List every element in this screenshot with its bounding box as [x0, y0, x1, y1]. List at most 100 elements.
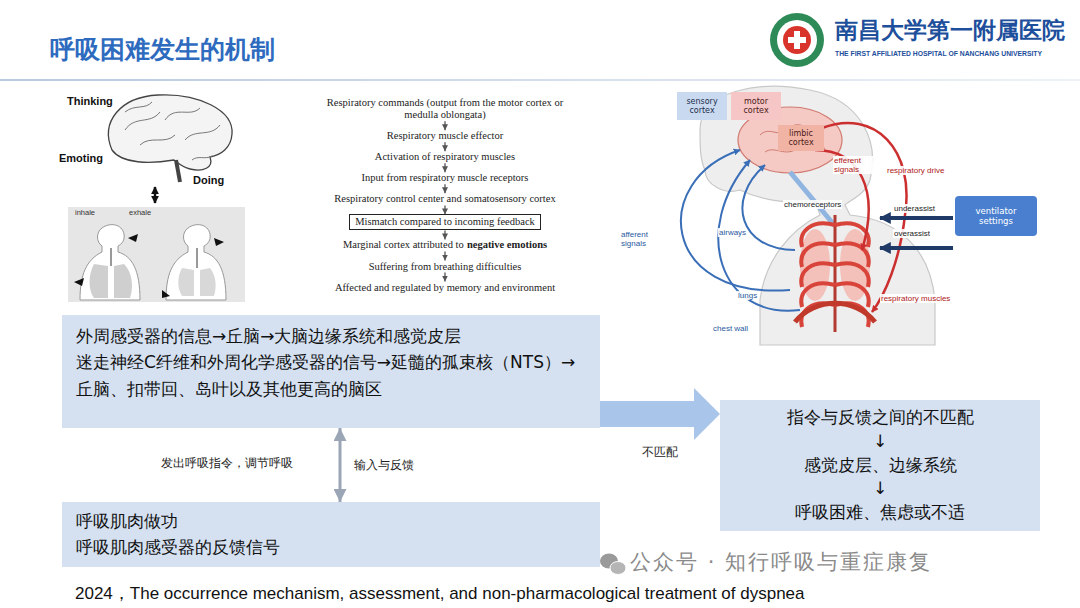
- source-caption: 2024，The occurrence mechanism, assessmen…: [75, 582, 805, 605]
- hospital-logo: [788, 37, 806, 43]
- result-box: 指令与反馈之间的不匹配↓感觉皮层、边缘系统↓呼吸困难、焦虑或不适: [720, 400, 1040, 531]
- double-arrow-symbol: [155, 187, 156, 203]
- breathing-panel: [68, 207, 245, 302]
- anatomy-label: respiratory muscles: [880, 294, 951, 303]
- wechat-icon: [610, 562, 626, 575]
- ventilator-label: overassist: [893, 229, 931, 238]
- ventilator-arrow: [880, 216, 953, 220]
- node-text: Respiratory commands (output from the mo…: [320, 97, 570, 121]
- mechanism-box: 外周感受器的信息→丘脑→大脑边缘系统和感觉皮层迷走神经C纤维和外周化学感受器的信…: [62, 315, 600, 428]
- phase-label: inhale: [74, 209, 96, 218]
- brain-drawing: [125, 102, 152, 112]
- node-text: Input from respiratory muscle receptors: [362, 172, 529, 184]
- node-text: ventilator settings: [959, 206, 1033, 226]
- node-text: 指令与反馈之间的不匹配: [728, 406, 1032, 430]
- flow-step: Respiratory commands (output from the mo…: [320, 97, 570, 121]
- node-text: sensory cortex: [679, 97, 725, 115]
- arrow-note: 发出呼吸指令，调节呼吸: [160, 457, 294, 471]
- body-illustration: [795, 303, 875, 322]
- flow-arrow: [444, 184, 445, 193]
- node-text: Activation of respiratory muscles: [375, 151, 515, 163]
- node-text: Respiratory muscle effector: [387, 130, 503, 142]
- brain-label: Thinking: [66, 95, 114, 108]
- brain-drawing: [185, 125, 220, 140]
- node-text: Mismatch compared to incoming feedback: [355, 216, 535, 228]
- node-text: Suffering from breathing difficulties: [369, 261, 522, 273]
- anatomy-label: airways: [718, 228, 747, 237]
- slide-title: 呼吸困难发生的机制: [50, 33, 275, 66]
- hospital-logo: [770, 13, 824, 67]
- double-arrow: [339, 428, 342, 502]
- breathing-panel: [128, 234, 138, 242]
- pathway-label: afferent signals: [620, 230, 658, 248]
- brain-drawing: [140, 135, 175, 145]
- ventilator-label: underassist: [893, 204, 936, 213]
- node-text: negative emotions: [467, 239, 547, 250]
- flow-step: Marginal cortex attributed tonegative em…: [343, 239, 547, 251]
- flow-step: Affected and regulated by memory and env…: [335, 282, 555, 294]
- body-illustration: [834, 215, 837, 332]
- mismatch-box: Mismatch compared to incoming feedback: [349, 214, 541, 230]
- wechat-icon: [600, 554, 626, 575]
- breathing-panel: [166, 225, 226, 300]
- afferent-pathway: [718, 160, 800, 311]
- phase-label: exhale: [128, 209, 152, 218]
- brain-label: Emoting: [58, 152, 104, 165]
- brain-drawing: [109, 95, 233, 170]
- header-rule: [0, 79, 1080, 81]
- flow-step: Activation of respiratory muscles: [375, 151, 515, 163]
- brain-drawing: [165, 108, 200, 120]
- flow-arrow: [444, 163, 445, 172]
- ventilator-arrow: [880, 246, 953, 250]
- node-text: Affected and regulated by memory and env…: [335, 282, 555, 294]
- node-text: ↓: [728, 430, 1032, 454]
- node-text: 迷走神经C纤维和外周化学感受器的信号→延髓的孤束核（NTS）→丘脑、扣带回、岛叶…: [76, 349, 586, 402]
- afferent-pathway: [681, 150, 800, 311]
- edge-label: 输入与反馈: [352, 457, 416, 474]
- breathing-panel: [74, 225, 140, 300]
- node-text: ↓: [728, 477, 1032, 501]
- header-rule: [0, 79, 1080, 81]
- breathing-panel: [200, 268, 216, 296]
- afferent-pathway: [681, 150, 790, 291]
- node-text: Marginal cortex attributed to: [343, 239, 464, 250]
- edge-label: 不匹配: [640, 444, 680, 461]
- brain-drawing: [109, 95, 233, 182]
- breathing-panel: [114, 264, 132, 298]
- body-illustration: [790, 172, 835, 226]
- watermark: 公众号 · 知行呼吸与重症康复: [630, 550, 932, 574]
- hospital-name: 南昌大学第一附属医院: [834, 17, 1066, 43]
- breathing-panel: [110, 248, 112, 266]
- breathing-panel: [162, 225, 226, 300]
- node-text: 呼吸肌肉感受器的反馈信号: [76, 534, 586, 560]
- pathway-label: respiratory drive: [886, 166, 945, 175]
- node-text: 呼吸肌肉做功: [76, 508, 586, 534]
- flow-arrow: [444, 230, 445, 239]
- brain-drawing: [125, 112, 160, 130]
- flow-step: Suffering from breathing difficulties: [369, 261, 522, 273]
- pathway-label: efferent signals: [833, 156, 873, 174]
- node-text: limbic cortex: [780, 129, 822, 147]
- breathing-panel: [90, 264, 109, 298]
- hospital-logo: [783, 26, 811, 54]
- hospital-name-english: THE FIRST AFFILIATED HOSPITAL OF NANCHAN…: [834, 50, 1043, 58]
- node-text: 呼吸困难、焦虑或不适: [728, 501, 1032, 525]
- body-illustration: [700, 86, 935, 345]
- hospital-logo: [770, 13, 824, 67]
- node-text: 感觉皮层、边缘系统: [728, 454, 1032, 478]
- block-arrow: [600, 388, 720, 440]
- flow-arrow: [444, 273, 445, 282]
- breathing-panel: [74, 278, 84, 286]
- flow-step: Respiratory muscle effector: [387, 130, 503, 142]
- ventilator-box: ventilator settings: [955, 196, 1037, 236]
- node-text: 外周感受器的信息→丘脑→大脑边缘系统和感觉皮层: [76, 323, 586, 349]
- breathing-panel: [214, 238, 224, 246]
- flow-arrow: [444, 142, 445, 151]
- flow-arrow: [444, 252, 445, 261]
- ventilator-arrow: [880, 218, 953, 248]
- node-text: Respiratory control center and somatosen…: [334, 193, 555, 205]
- brain-label: Doing: [192, 174, 225, 187]
- muscle-box: 呼吸肌肉做功呼吸肌肉感受器的反馈信号: [62, 502, 600, 567]
- brain-drawing: [176, 160, 180, 182]
